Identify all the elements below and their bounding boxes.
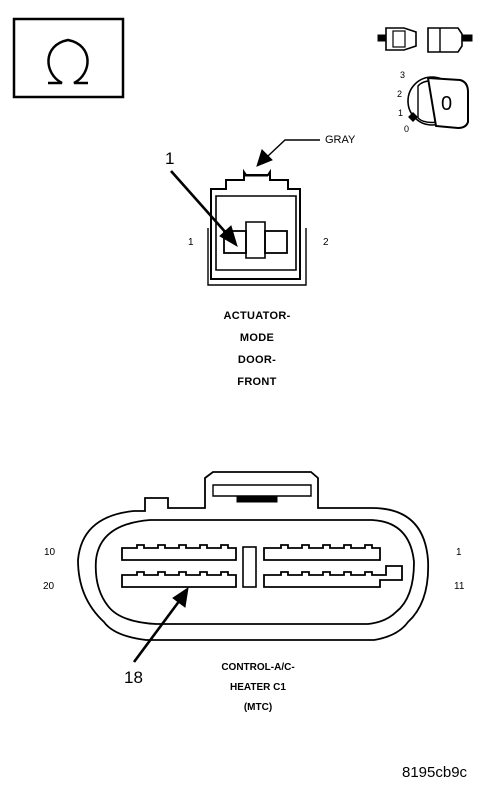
- ignition-position-0: 0: [404, 124, 410, 134]
- gray-leader-line: [256, 139, 320, 167]
- control-module-connector: [77, 471, 430, 641]
- control-pin-1: 1: [456, 547, 462, 558]
- actuator-callout-number: 1: [165, 149, 175, 168]
- control-callout-number: 18: [124, 668, 143, 687]
- caption-line: (MTC): [243, 702, 273, 713]
- caption-line: HEATER C1: [230, 682, 286, 693]
- actuator-callout-arrow: [170, 170, 238, 248]
- wire-color-label: GRAY: [325, 134, 356, 146]
- caption-line: ACTUATOR-: [223, 310, 291, 322]
- control-pin-20: 20: [43, 581, 55, 592]
- actuator-caption: ACTUATOR- MODE DOOR- FRONT: [197, 305, 317, 393]
- control-callout-arrow: [132, 586, 189, 663]
- ignition-position-1: 1: [398, 108, 404, 118]
- control-caption: CONTROL-A/C- HEATER C1 (MTC): [188, 658, 328, 718]
- actuator-connector: [207, 168, 307, 286]
- caption-line: FRONT: [237, 376, 277, 388]
- actuator-pin-1: 1: [188, 237, 194, 248]
- connector-separate-icon: [377, 27, 473, 53]
- ignition-key-label: 0: [441, 93, 453, 115]
- ignition-position-2: 2: [397, 89, 403, 99]
- ignition-position-3: 3: [400, 70, 406, 80]
- control-pin-11: 11: [454, 581, 465, 592]
- actuator-pin-2: 2: [323, 237, 329, 248]
- ohmmeter-icon: [12, 17, 125, 99]
- caption-line: MODE: [239, 332, 275, 344]
- control-pin-10: 10: [44, 547, 56, 558]
- figure-id: 8195cb9c: [402, 764, 468, 781]
- ignition-key-icon: [407, 76, 469, 130]
- caption-line: DOOR-: [237, 354, 277, 366]
- caption-line: CONTROL-A/C-: [221, 662, 295, 673]
